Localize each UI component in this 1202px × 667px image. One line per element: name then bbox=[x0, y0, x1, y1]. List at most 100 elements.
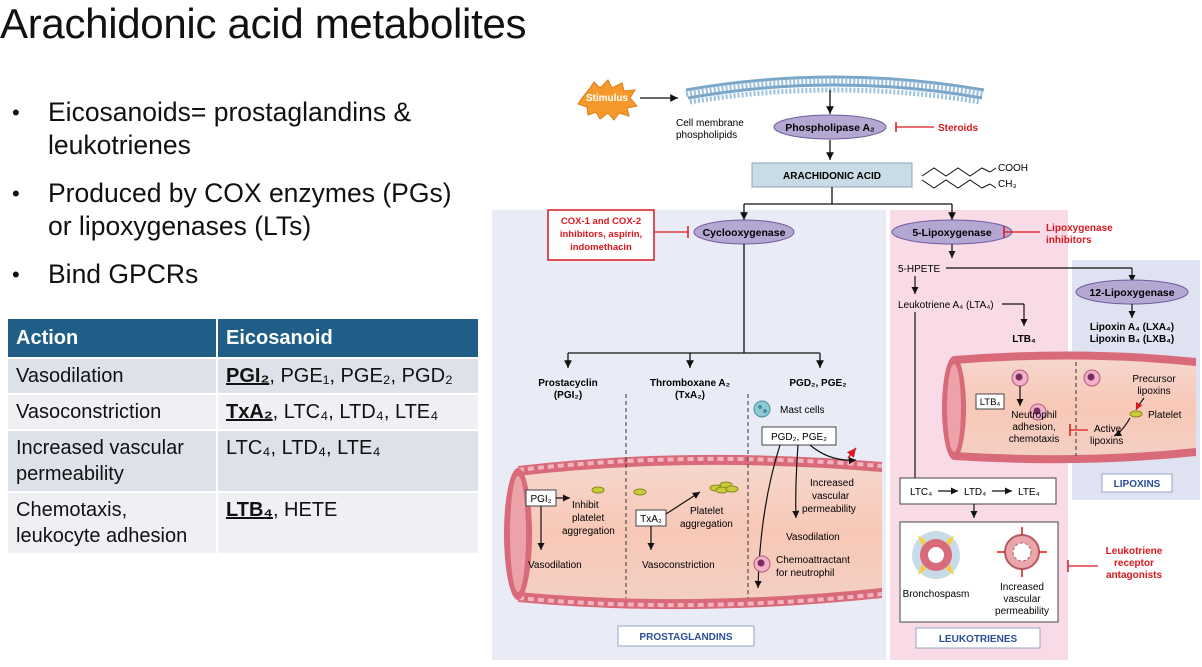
platelet-icon bbox=[633, 488, 647, 496]
prostaglandins-tag bbox=[617, 625, 755, 647]
ch3-label: CH₃ bbox=[998, 179, 1017, 190]
pgd2-pge2-label: PGD₂, PGE₂ bbox=[789, 378, 846, 389]
platelet-aggregate-icon bbox=[709, 481, 739, 494]
action-cell: Vasoconstriction bbox=[6, 393, 218, 431]
lox-inhibitors-label: inhibitors bbox=[1046, 235, 1092, 246]
ltb4-box-label: LTB₄ bbox=[980, 397, 1001, 408]
neutrophil-icon bbox=[1029, 403, 1047, 421]
fatty-acid-structure-icon: COOH CH₃ bbox=[921, 163, 1028, 190]
cox-inhibitors-label: indomethacin bbox=[570, 242, 632, 253]
lipoxin-b4-label: Lipoxin B₄ (LXB₄) bbox=[1090, 334, 1175, 345]
prostacyclin-label: Prostacyclin bbox=[538, 378, 597, 389]
eicosanoid-cell: LTC₄, LTD₄, LTE₄ bbox=[216, 429, 480, 493]
active-lipoxins-label: Active bbox=[1094, 424, 1122, 435]
inhibit-platelet-label: platelet bbox=[572, 513, 604, 524]
cox-inhibitors-box bbox=[547, 209, 655, 261]
arachidonic-acid-label: ARACHIDONIC ACID bbox=[783, 171, 881, 182]
increased-permeability-label: Increased bbox=[810, 478, 854, 489]
lt-antagonists-label: antagonists bbox=[1106, 570, 1163, 581]
slide-title: Arachidonic acid metabolites bbox=[0, 0, 527, 47]
ltd4-label: LTD₄ bbox=[964, 487, 986, 498]
pgd2-pge2-box bbox=[761, 426, 837, 446]
vasoconstriction-label: Vasoconstriction bbox=[642, 560, 715, 571]
cell-membrane: Cell membrane phospholipids bbox=[676, 75, 985, 141]
lt-permeability-label: Increased bbox=[1000, 582, 1044, 593]
mast-cell-icon bbox=[753, 400, 771, 418]
lipoxin-a4-label: Lipoxin A₄ (LXA₄) bbox=[1090, 322, 1174, 333]
neutrophil-label: chemotaxis bbox=[1009, 434, 1060, 445]
leukotrienes-label: LEUKOTRIENES bbox=[939, 634, 1018, 645]
lipoxins-tag bbox=[1101, 473, 1173, 493]
precursor-lipoxins-label: Precursor bbox=[1132, 374, 1176, 385]
action-cell: Increased vascular permeability bbox=[6, 429, 218, 493]
cooh-label: COOH bbox=[998, 163, 1028, 174]
lt-antagonists-label: receptor bbox=[1114, 558, 1154, 569]
table-row: Vasodilation PGI₂, PGE₁, PGE₂, PGD₂ bbox=[6, 357, 480, 395]
chemoattractant-label: Chemoattractant bbox=[776, 555, 850, 566]
leukotrienes-tag bbox=[915, 627, 1041, 649]
cell-membrane-label: phospholipids bbox=[676, 130, 737, 141]
increased-permeability-label: permeability bbox=[802, 504, 856, 515]
5-hpete-label: 5-HPETE bbox=[898, 264, 941, 275]
bullet-dot-icon: • bbox=[12, 262, 20, 287]
other-eicosanoids: LTC₄, LTD₄, LTE₄ bbox=[226, 437, 381, 459]
eicosanoid-cell: LTB₄, HETE bbox=[216, 491, 480, 555]
neutrophil-label: adhesion, bbox=[1012, 422, 1055, 433]
cyclooxygenase-label: Cyclooxygenase bbox=[703, 227, 786, 239]
bullet-text: Produced by COX enzymes (PGs) or lipoxyg… bbox=[48, 178, 452, 241]
stimulus-burst: Stimulus bbox=[577, 79, 678, 121]
platelet-icon bbox=[591, 486, 605, 494]
key-eicosanoid: LTB₄ bbox=[226, 499, 273, 521]
column-header-action: Action bbox=[6, 317, 218, 359]
bullet-text: Bind GPCRs bbox=[48, 259, 199, 289]
table-row: Chemotaxis, leukocyte adhesion LTB₄, HET… bbox=[6, 491, 480, 555]
prostaglandins-label: PROSTAGLANDINS bbox=[639, 632, 732, 643]
table-row: Vasoconstriction TxA₂, LTC₄, LTD₄, LTE₄ bbox=[6, 393, 480, 431]
vasodilation-label: Vasodilation bbox=[528, 560, 582, 571]
bullet-text: Eicosanoids= prostaglandins & leukotrien… bbox=[48, 97, 412, 160]
table-header-row: Action Eicosanoid bbox=[6, 317, 480, 359]
inhibit-platelet-label: aggregation bbox=[562, 526, 615, 537]
lt-antagonists-label: Leukotriene bbox=[1106, 546, 1163, 557]
phospholipase-node bbox=[773, 114, 887, 140]
other-eicosanoids: , HETE bbox=[272, 499, 338, 521]
cysteinyl-leukotrienes-box bbox=[899, 477, 1057, 505]
eicosanoid-cell: PGI₂, PGE₁, PGE₂, PGD₂ bbox=[216, 357, 480, 395]
pgd2-pge2-box-label: PGD₂, PGE₂ bbox=[771, 432, 827, 443]
platelet-aggregation-label: Platelet bbox=[690, 506, 724, 517]
stimulus-label: Stimulus bbox=[586, 93, 629, 104]
neutrophil-icon bbox=[1011, 369, 1029, 387]
platelet-label: Platelet bbox=[1148, 410, 1182, 421]
lte4-label: LTE₄ bbox=[1018, 487, 1040, 498]
chemoattractant-label: for neutrophil bbox=[776, 568, 834, 579]
increased-permeability-label: vascular bbox=[812, 491, 850, 502]
platelet-icon bbox=[1129, 410, 1143, 418]
thromboxane-label: (TxA₂) bbox=[675, 390, 705, 401]
5-lipoxygenase-label: 5-Lipoxygenase bbox=[912, 227, 992, 239]
column-header-eicosanoid: Eicosanoid bbox=[216, 317, 480, 359]
precursor-lipoxins-label: lipoxins bbox=[1137, 386, 1170, 397]
eicosanoid-table: Action Eicosanoid Vasodilation PGI₂, PGE… bbox=[6, 317, 480, 555]
lt-permeability-label: permeability bbox=[995, 606, 1049, 617]
bullet-item: •Eicosanoids= prostaglandins & leukotrie… bbox=[10, 96, 480, 162]
other-eicosanoids: , LTC₄, LTD₄, LTE₄ bbox=[272, 401, 439, 423]
bronchospasm-label: Bronchospasm bbox=[903, 589, 970, 600]
cell-membrane-label: Cell membrane bbox=[676, 118, 744, 129]
eicosanoid-cell: TxA₂, LTC₄, LTD₄, LTE₄ bbox=[216, 393, 480, 431]
steroids-label: Steroids bbox=[938, 123, 978, 134]
vascular-permeability-icon bbox=[997, 527, 1047, 577]
lox-inhibitors-label: Lipoxygenase bbox=[1046, 223, 1113, 234]
action-cell: Vasodilation bbox=[6, 357, 218, 395]
ltb4-box bbox=[975, 393, 1005, 410]
pgi2-box-label: PGI₂ bbox=[530, 494, 551, 505]
bullet-dot-icon: • bbox=[12, 181, 20, 206]
neutrophil-label: Neutrophil bbox=[1011, 410, 1057, 421]
other-eicosanoids: , PGE₁, PGE₂, PGD₂ bbox=[269, 365, 453, 387]
platelet-aggregation-label: aggregation bbox=[680, 519, 733, 530]
lipoxins-label: LIPOXINS bbox=[1114, 479, 1161, 490]
phospholipase-label: Phospholipase A₂ bbox=[785, 122, 875, 134]
thromboxane-label: Thromboxane A₂ bbox=[650, 378, 730, 389]
bronchospasm-icon bbox=[912, 531, 960, 579]
cox-inhibitors-label: inhibitors, aspirin, bbox=[560, 229, 642, 240]
bullet-item: • Produced by COX enzymes (PGs) or lipoxy… bbox=[10, 177, 480, 243]
